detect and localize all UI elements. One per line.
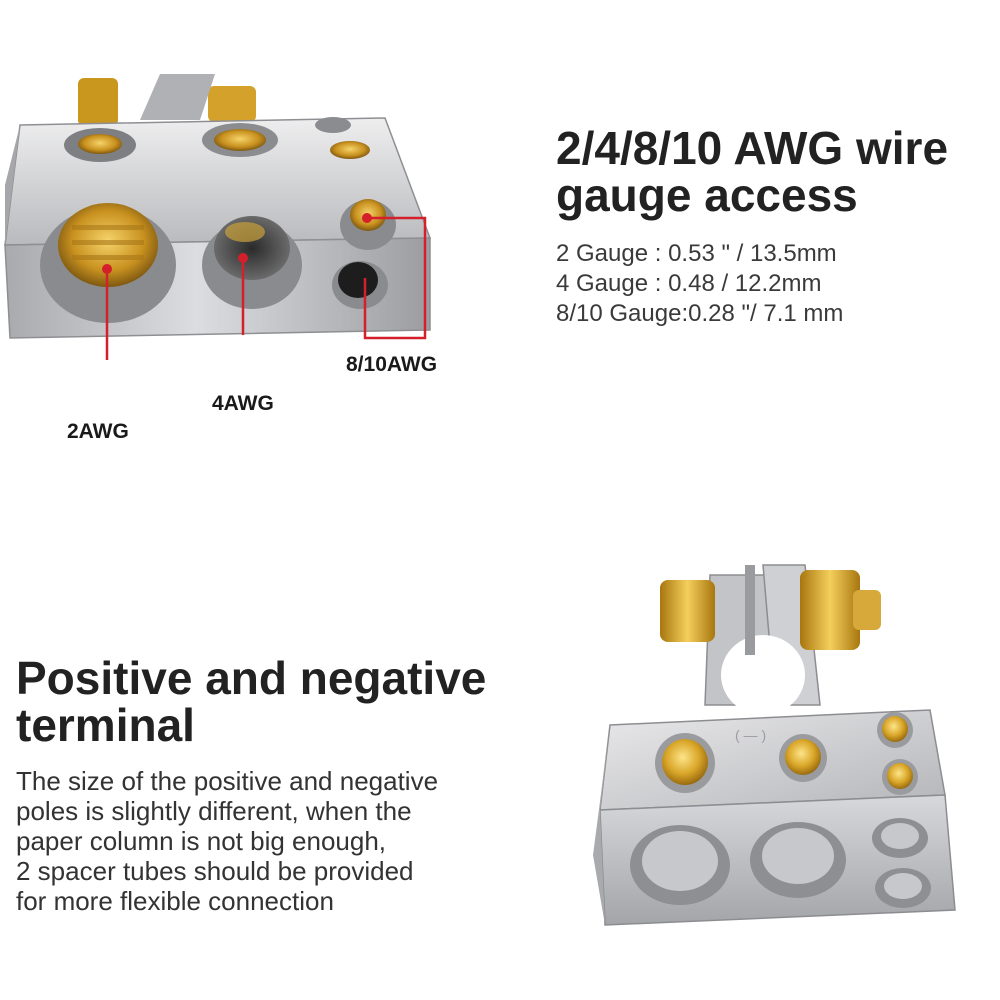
svg-text:( — ): ( — ) <box>735 727 766 743</box>
terminal-heading-line1: Positive and negative <box>16 652 487 704</box>
paragraph-line-2: poles is slightly different, when the <box>16 796 412 826</box>
terminal-front-photo <box>4 74 432 360</box>
gauge-heading: 2/4/8/10 AWG wire gauge access <box>556 125 948 219</box>
terminal-heading: Positive and negative terminal <box>16 655 486 749</box>
gauge-heading-line2: gauge access <box>556 168 858 221</box>
gauge-heading-line1: 2/4/8/10 AWG wire <box>556 122 949 174</box>
callout-label-2awg: 2AWG <box>67 420 129 443</box>
callout-label-8-10awg: 8/10AWG <box>346 353 438 376</box>
paragraph-line-1: The size of the positive and negative <box>16 766 439 796</box>
callout-label-4awg: 4AWG <box>212 392 274 415</box>
paragraph-line-4: 2 spacer tubes should be provided <box>16 856 414 886</box>
spec-line-8-10-gauge: 8/10 Gauge:0.28 "/ 7.1 mm <box>556 300 844 327</box>
paragraph-line-3: paper column is not big enough, <box>16 826 387 856</box>
terminal-heading-line2: terminal <box>16 698 195 751</box>
terminal-angled-photo: ( — ) <box>593 564 956 926</box>
spec-line-4-gauge: 4 Gauge : 0.48 / 12.2mm <box>556 270 822 297</box>
spec-line-2-gauge: 2 Gauge : 0.53 " / 13.5mm <box>556 240 837 267</box>
paragraph-line-5: for more flexible connection <box>16 886 334 916</box>
